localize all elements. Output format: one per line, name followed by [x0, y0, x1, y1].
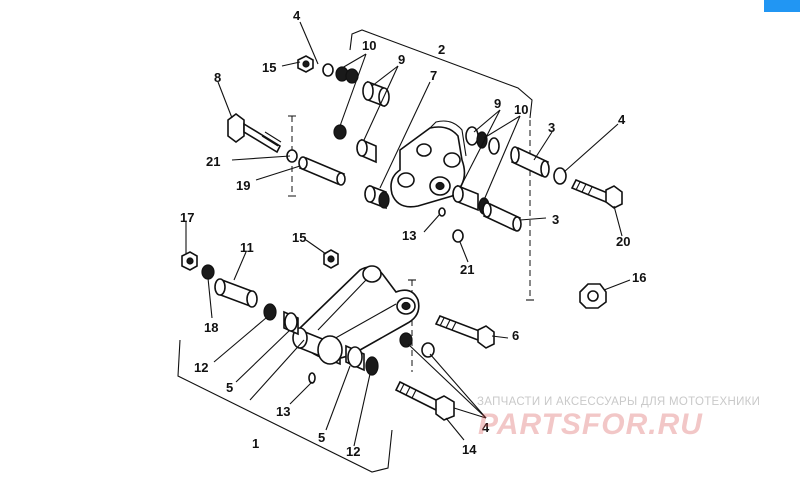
label-7: 7	[430, 68, 437, 83]
washer-4-upper	[553, 167, 567, 185]
bolt-6	[434, 314, 495, 349]
label-13-top: 13	[402, 228, 416, 243]
lower-linkage-arm	[292, 265, 420, 366]
bolt-8	[227, 113, 282, 154]
label-5-left: 5	[226, 380, 233, 395]
assembly-2-bracket-lines	[288, 29, 534, 301]
label-15-top: 15	[262, 60, 276, 75]
grease-nipple-13-lower	[308, 372, 316, 384]
bushing-3-lower	[482, 202, 522, 232]
label-6: 6	[512, 328, 519, 343]
label-21-left: 21	[206, 154, 220, 169]
label-18: 18	[204, 320, 218, 335]
seal-10-set-left	[322, 63, 359, 140]
bushing-5-right	[345, 344, 365, 372]
label-20: 20	[616, 234, 630, 249]
label-3-right: 3	[552, 212, 559, 227]
bolt-20	[570, 178, 623, 209]
washer-4-lower-b	[421, 342, 435, 358]
label-17: 17	[180, 210, 194, 225]
label-4-top: 4	[293, 8, 301, 23]
nut-17	[181, 251, 198, 271]
label-12-bottom: 12	[346, 444, 360, 459]
watermark-tagline: ЗАПЧАСТИ И АКСЕССУАРЫ ДЛЯ МОТОТЕХНИКИ	[477, 396, 761, 408]
corner-badge	[764, 0, 800, 12]
nut-15-upper	[297, 55, 314, 73]
label-1: 1	[252, 436, 259, 451]
bushing-9-set-left	[356, 80, 390, 210]
label-19: 19	[236, 178, 250, 193]
bolt-14	[394, 380, 455, 421]
bushing-5-left	[283, 310, 299, 336]
label-3-top: 3	[548, 120, 555, 135]
label-5-bottom: 5	[318, 430, 325, 445]
label-21-right: 21	[460, 262, 474, 277]
label-4-right: 4	[618, 112, 626, 127]
nut-15-lower	[323, 249, 339, 269]
label-11: 11	[240, 240, 254, 255]
nut-16	[579, 283, 607, 309]
part-number-labels: 4 2 10 15 9 7 8 9 10 4 3 21 19 3 17 13 2…	[180, 8, 646, 459]
watermark-logo: PARTSFOR.RU	[478, 408, 703, 441]
seal-12-left	[263, 303, 277, 321]
bushing-3-upper	[510, 146, 550, 178]
spacer-19	[298, 156, 346, 186]
grease-nipple-13-upper	[438, 207, 446, 217]
washer-4-lower-a	[399, 332, 413, 348]
label-2: 2	[438, 42, 445, 57]
label-4-bottom: 4	[482, 420, 490, 435]
label-13-bottom: 13	[276, 404, 290, 419]
leader-lines	[185, 21, 631, 447]
label-10-right: 10	[514, 102, 528, 117]
upper-bracket-casting	[390, 120, 467, 208]
label-9-top: 9	[398, 52, 405, 67]
label-8: 8	[214, 70, 221, 85]
label-14: 14	[462, 442, 477, 457]
seal-12-right	[365, 356, 379, 376]
label-9-right: 9	[494, 96, 501, 111]
bushing-9-set-right	[452, 126, 500, 215]
label-12-left: 12	[194, 360, 208, 375]
washer-18	[201, 264, 215, 280]
washer-21-lower	[452, 229, 464, 243]
spacer-11	[214, 278, 258, 308]
label-15-bottom: 15	[292, 230, 306, 245]
label-16: 16	[632, 270, 646, 285]
label-10-top: 10	[362, 38, 376, 53]
